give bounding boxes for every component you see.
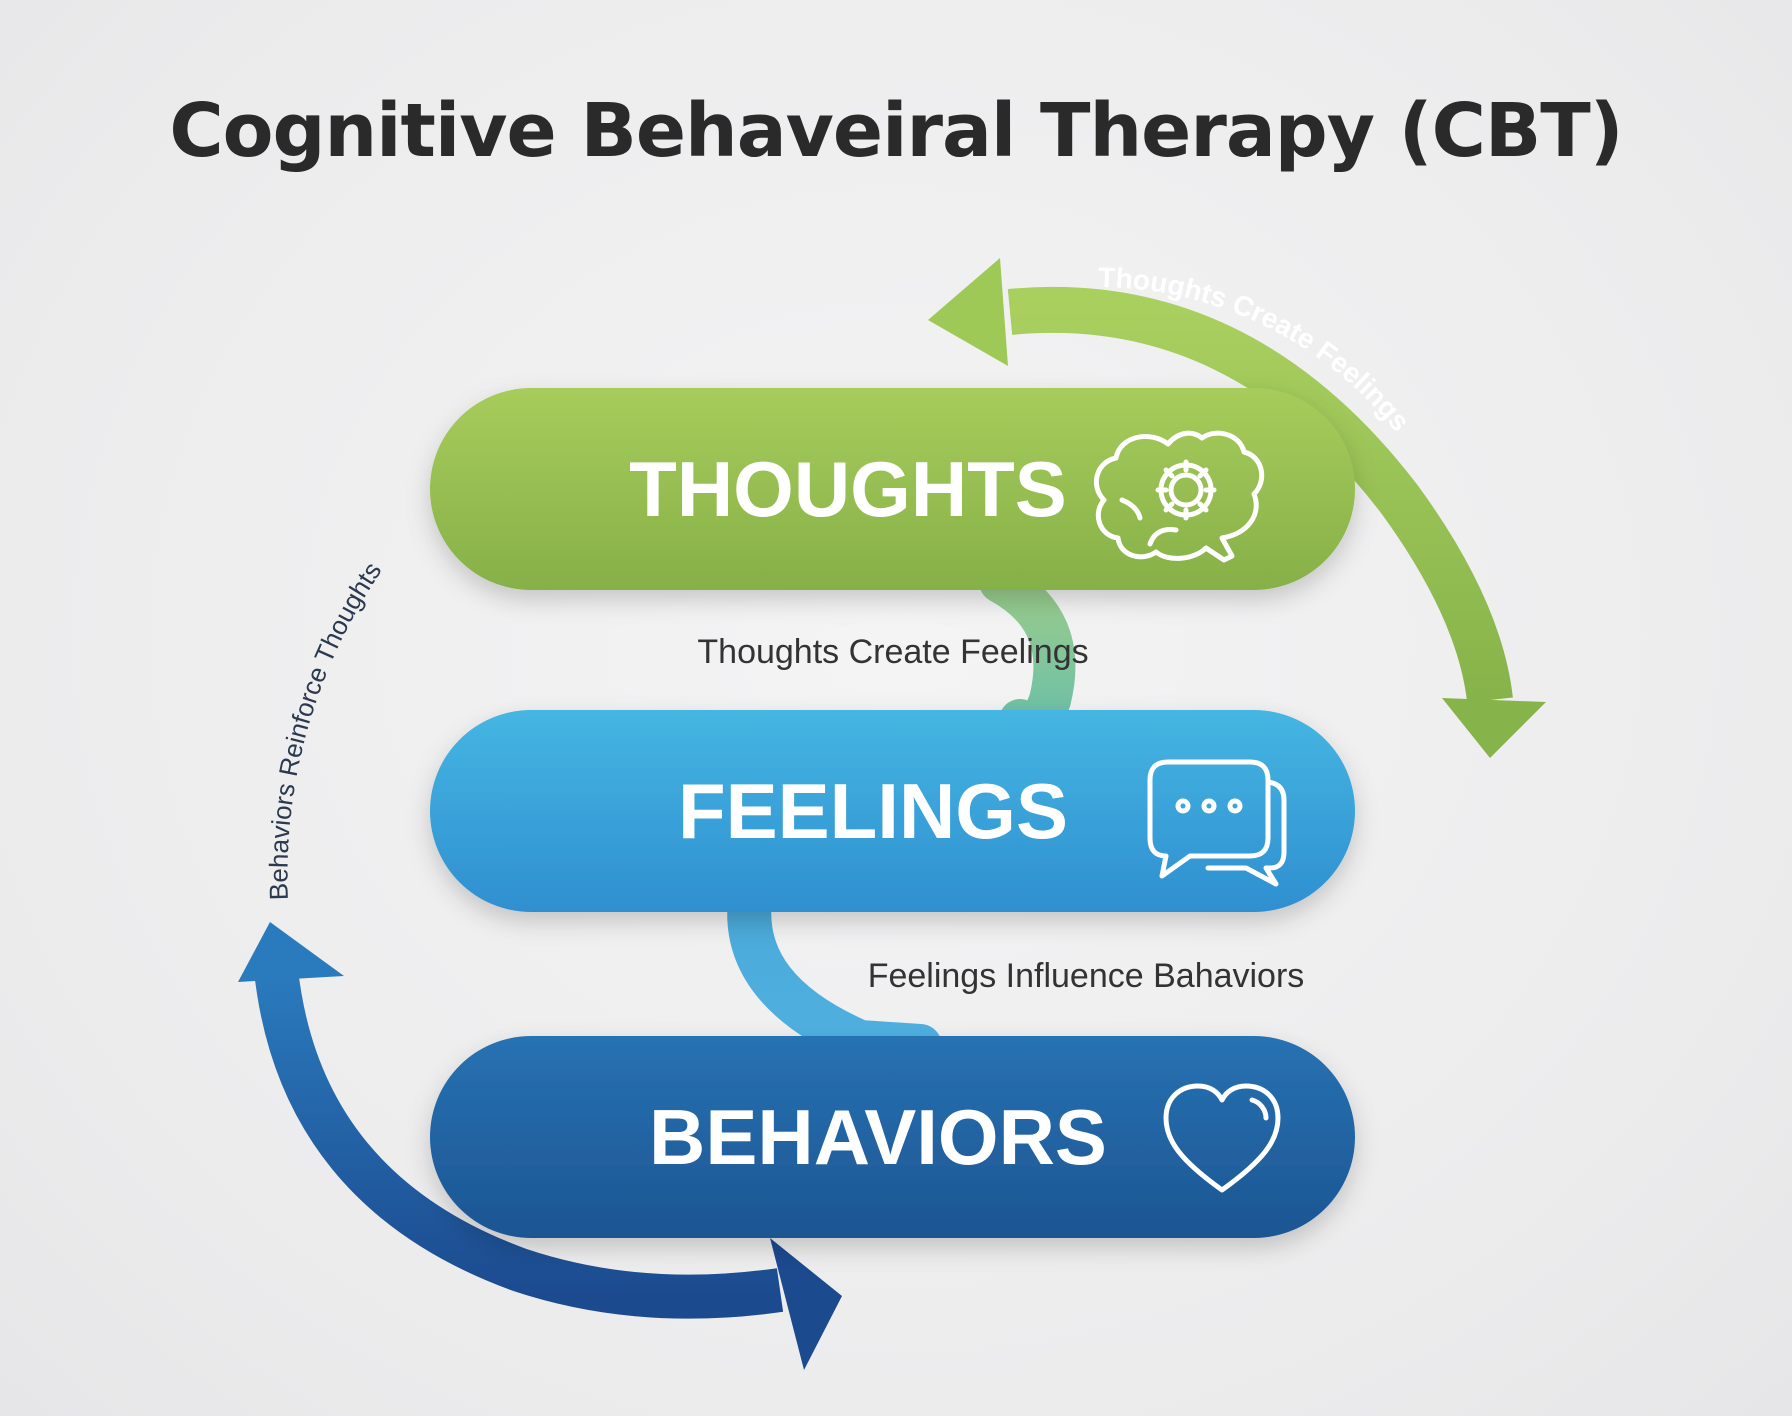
connector-thoughts-feelings-label: Thoughts Create Feelings (697, 633, 1088, 671)
node-feelings (430, 710, 1355, 912)
heart-icon (1163, 1083, 1281, 1193)
connector-feelings-behaviors (727, 878, 942, 1068)
right-arc-arrow (928, 258, 1546, 758)
node-thoughts (430, 388, 1355, 590)
connector-feelings-behaviors-label: Feelings Influence Bahaviors (868, 957, 1305, 995)
brain-gear-icon (1093, 430, 1265, 563)
left-arc-label: Behaviors Reinforce Thoughts (263, 556, 387, 900)
left-arc-arrow (238, 922, 842, 1370)
node-behaviors (430, 1036, 1355, 1238)
node-thoughts-label: THOUGHTS (629, 445, 1067, 533)
node-behaviors-label: BEHAVIORS (649, 1093, 1107, 1181)
node-feelings-label: FEELINGS (678, 767, 1068, 855)
page-title: Cognitive Behaveiral Therapy (CBT) (169, 88, 1623, 174)
chat-bubbles-icon (1147, 759, 1287, 887)
